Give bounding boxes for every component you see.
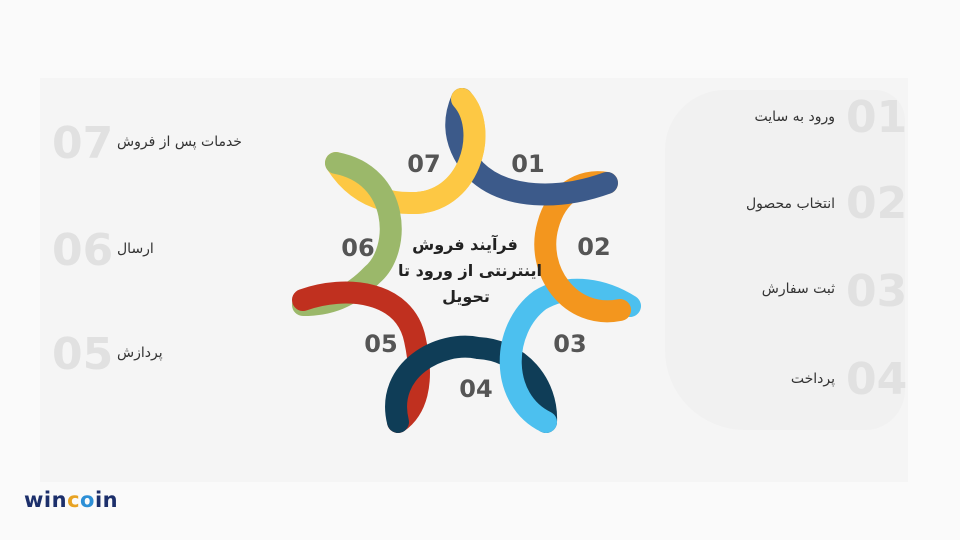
step-label: انتخاب محصول (745, 196, 835, 212)
step-label: ثبت سفارش (761, 281, 835, 297)
step-label: ورود به سایت (754, 109, 835, 125)
step-label: خدمات پس از فروش (117, 134, 242, 150)
step-number: 05 (52, 329, 114, 380)
step-number: 02 (846, 178, 908, 229)
step-number: 03 (846, 266, 908, 317)
logo-letter-o: o (80, 488, 95, 512)
ring-number-01: 01 (511, 150, 544, 178)
logo-text-part-1: win (24, 488, 68, 512)
center-title-line-1: فرآیند فروش (412, 234, 518, 254)
step-label: ارسال (117, 241, 154, 257)
center-title-line-3: تحویل (442, 287, 490, 306)
arc-03 (499, 278, 641, 433)
ring-number-06: 06 (341, 234, 374, 262)
arc-01 (445, 88, 618, 206)
ring-number-02: 02 (577, 233, 610, 261)
background-shape (665, 90, 905, 430)
center-title-line-2: اینترنتی از ورود تا (398, 261, 542, 280)
step-label: پردازش (117, 345, 163, 361)
ring-number-03: 03 (553, 330, 586, 358)
step-number: 06 (52, 225, 114, 276)
arc-04 (385, 335, 558, 433)
ring-number-07: 07 (407, 150, 440, 178)
arc-07-overlap (399, 88, 486, 215)
logo-text-part-2: in (94, 488, 119, 512)
ring-number-04: 04 (459, 375, 492, 403)
step-number: 01 (846, 92, 908, 143)
step-number: 07 (52, 118, 114, 169)
ring-number-05: 05 (364, 330, 397, 358)
step-label: پرداخت (790, 371, 835, 387)
step-number: 04 (846, 354, 908, 405)
logo-letter-c: c (67, 488, 81, 512)
wincoin-logo: wincoin (24, 490, 118, 511)
arc-05 (292, 281, 430, 433)
